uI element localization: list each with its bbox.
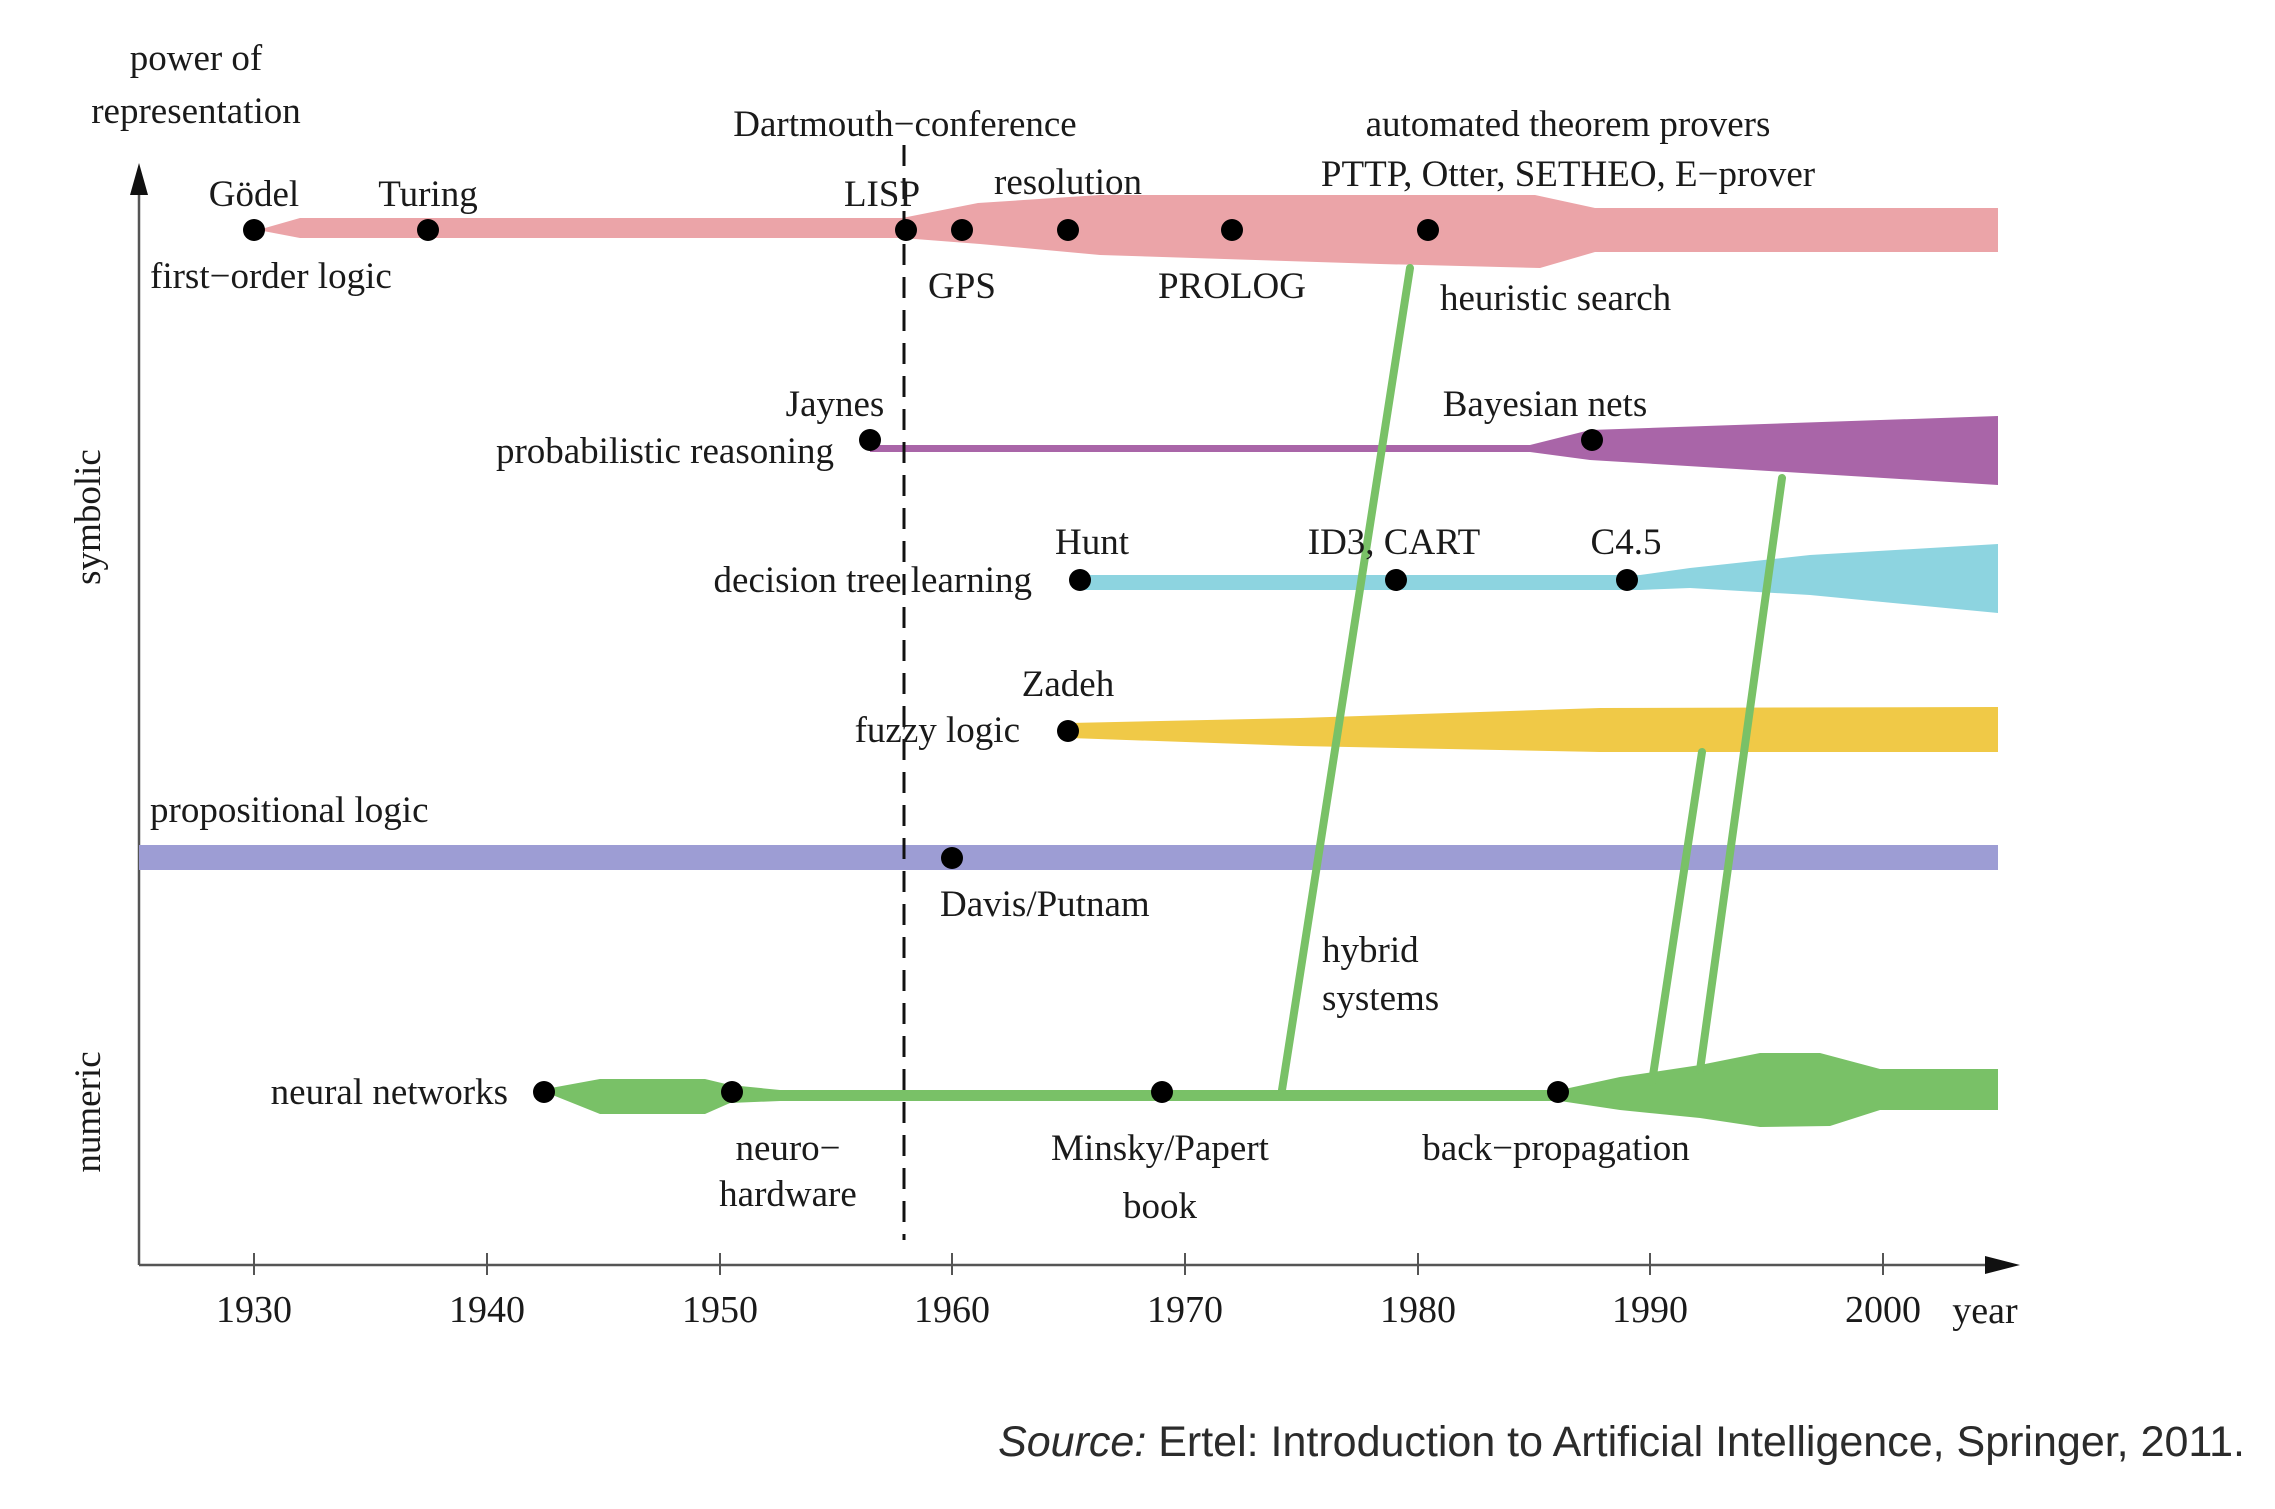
y-axis-arrow-icon [130, 163, 148, 195]
milestone-dot-turing [417, 219, 439, 241]
y-axis-label-line-2: representation [91, 91, 301, 132]
stream-band-fuzzy [1070, 707, 1998, 752]
x-tick-label: 1950 [682, 1289, 758, 1331]
x-tick-label: 1930 [216, 1289, 292, 1331]
diagram-labels: Dartmouth−conference Gödel Turing first−… [150, 104, 1815, 1227]
label-turing: Turing [378, 174, 477, 215]
label-back-propagation: back−propagation [1422, 1128, 1689, 1169]
label-bayesian-nets: Bayesian nets [1443, 384, 1647, 425]
label-decision-tree-learning: decision tree learning [714, 560, 1032, 601]
milestone-dot-gps [951, 219, 973, 241]
milestone-dot-resolution [1057, 219, 1079, 241]
label-zadeh: Zadeh [1022, 664, 1115, 705]
milestone-dot-minsky [1151, 1081, 1173, 1103]
label-goedel: Gödel [209, 174, 299, 215]
label-id3-cart: ID3, CART [1308, 522, 1481, 563]
label-lisp: LISP [844, 174, 920, 215]
milestone-dot-hunt [1069, 569, 1091, 591]
milestone-dot-neurohw [721, 1081, 743, 1103]
label-jaynes: Jaynes [786, 384, 885, 425]
x-tick-label: 1980 [1380, 1289, 1456, 1331]
label-heuristic-search: heuristic search [1440, 278, 1672, 319]
label-atp-line-1: automated theorem provers [1366, 104, 1771, 145]
x-tick-label: 1990 [1612, 1289, 1688, 1331]
x-axis-ticks [253, 1253, 1884, 1275]
milestone-dot-davis [941, 847, 963, 869]
label-first-order-logic: first−order logic [150, 256, 392, 297]
hybrid-link-bayes [1696, 474, 1786, 1074]
milestone-dot-atp [1417, 219, 1439, 241]
label-atp-line-2: PTTP, Otter, SETHEO, E−prover [1321, 154, 1815, 195]
x-tick-label: 1970 [1147, 1289, 1223, 1331]
label-minsky-papert-line-2: book [1123, 1186, 1198, 1227]
milestone-dot-zadeh [1057, 720, 1079, 742]
label-probabilistic-reasoning: probabilistic reasoning [496, 431, 834, 472]
milestone-dot-jaynes [859, 429, 881, 451]
label-minsky-papert-line-1: Minsky/Papert [1051, 1128, 1270, 1169]
label-prolog: PROLOG [1158, 266, 1306, 307]
label-hunt: Hunt [1055, 522, 1130, 563]
label-neurohardware-line-2: hardware [719, 1174, 857, 1215]
label-gps: GPS [928, 266, 996, 307]
label-hybrid-line-1: hybrid [1322, 930, 1419, 971]
label-hybrid-line-2: systems [1322, 978, 1439, 1019]
milestone-dot-lisp [895, 219, 917, 241]
stream-band-propositional [139, 845, 1998, 870]
label-c45: C4.5 [1591, 522, 1662, 563]
milestone-dot-id3 [1385, 569, 1407, 591]
category-label-symbolic: symbolic [68, 449, 109, 585]
milestone-dot-prolog [1221, 219, 1243, 241]
y-axis-label-line-1: power of [130, 38, 263, 79]
x-axis-tick-labels: 1930 1940 1950 1960 1970 1980 1990 2000 [216, 1289, 1921, 1331]
dartmouth-conference-label: Dartmouth−conference [733, 104, 1076, 145]
label-resolution: resolution [994, 162, 1142, 203]
category-label-numeric: numeric [68, 1051, 109, 1172]
stream-band-first-order-logic [258, 195, 1998, 268]
source-caption-lead: Source: [998, 1418, 1147, 1466]
stream-band-decision-tree [1080, 544, 1998, 613]
source-caption: Source: Ertel: Introduction to Artificia… [998, 1418, 2245, 1467]
x-tick-label: 2000 [1845, 1289, 1921, 1331]
hybrid-link-fuzzy [1648, 748, 1706, 1086]
milestone-dot-backprop [1547, 1081, 1569, 1103]
milestone-dot-nn-start [533, 1081, 555, 1103]
stream-band-probabilistic [870, 416, 1998, 485]
milestone-dot-bayes [1581, 429, 1603, 451]
milestone-dot-goedel [243, 219, 265, 241]
label-propositional-logic: propositional logic [150, 790, 429, 831]
x-axis-label: year [1952, 1290, 2018, 1332]
milestone-dots [243, 219, 1638, 1103]
x-tick-label: 1940 [449, 1289, 525, 1331]
label-neural-networks: neural networks [271, 1072, 508, 1113]
x-axis-arrow-icon [1985, 1256, 2020, 1274]
x-tick-label: 1960 [914, 1289, 990, 1331]
source-caption-text: Ertel: Introduction to Artificial Intell… [1146, 1418, 2245, 1466]
label-davis-putnam: Davis/Putnam [940, 884, 1150, 925]
label-neurohardware-line-1: neuro− [735, 1128, 840, 1169]
hybrid-connectors [1278, 264, 1786, 1094]
label-fuzzy-logic: fuzzy logic [855, 710, 1020, 751]
stream-band-neural [540, 1053, 1998, 1127]
milestone-dot-c45 [1616, 569, 1638, 591]
hybrid-link-symbolic [1278, 264, 1414, 1094]
